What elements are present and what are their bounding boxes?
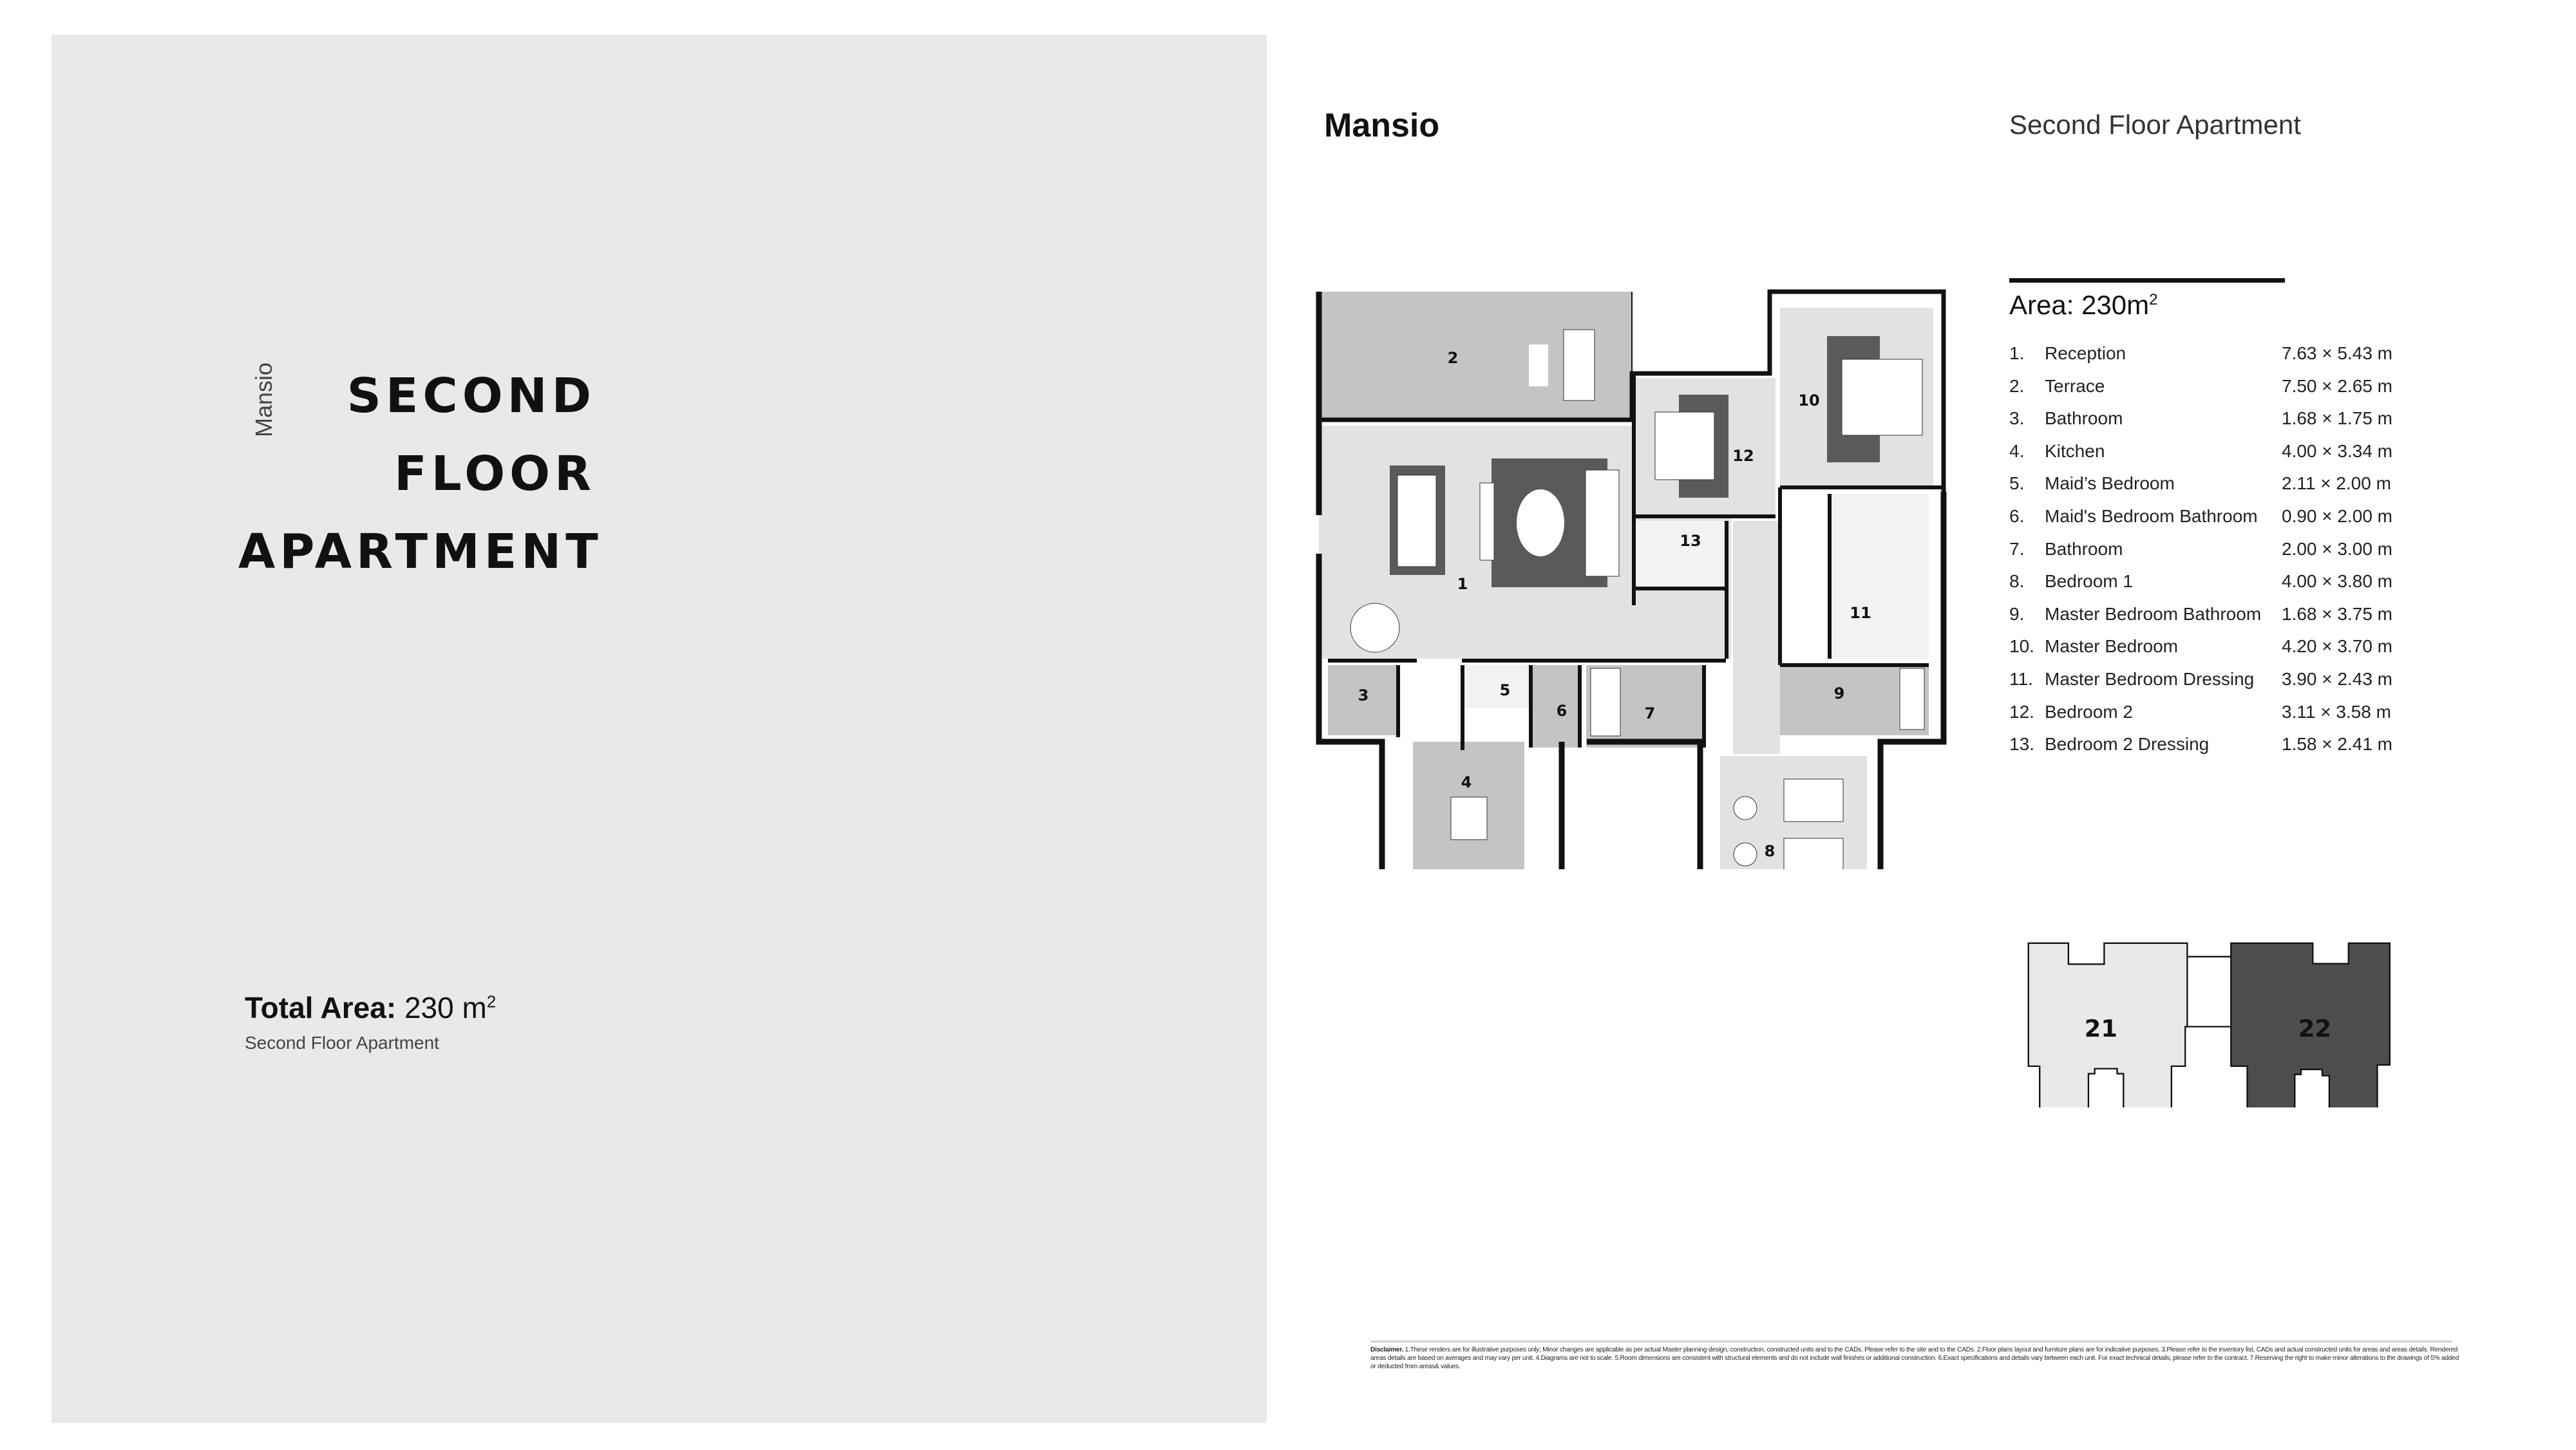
room-dimensions: 2.11 × 2.00 m xyxy=(2282,473,2391,494)
room-label: 8 xyxy=(1765,842,1776,860)
page-title: SECOND FLOOR APARTMENT xyxy=(238,357,603,591)
room-dimensions: 1.68 × 1.75 m xyxy=(2282,408,2393,429)
room-list-item: 2 Terrace 7.50 × 2.65 m xyxy=(2009,376,2421,409)
room-list-item: 13 Bedroom 2 Dressing 1.58 × 2.41 m xyxy=(2009,734,2421,767)
disclaimer-divider xyxy=(1370,1341,2452,1342)
room-number: 7 xyxy=(2009,539,2024,560)
room-number: 8 xyxy=(2009,571,2024,592)
room-list-item: 7 Bathroom 2.00 × 3.00 m xyxy=(2009,539,2421,572)
room-label: 1 xyxy=(1457,575,1468,593)
room-name: Reception xyxy=(2045,343,2126,363)
room-dimensions: 0.90 × 2.00 m xyxy=(2282,505,2393,526)
room-number-labels: 1 2 3 4 5 6 7 8 9 10 11 12 13 xyxy=(1358,349,1871,860)
divider xyxy=(2009,278,2285,283)
room-list-item: 9 Master Bedroom Bathroom 1.68 × 3.75 m xyxy=(2009,604,2421,637)
room-number: 13 xyxy=(2009,734,2034,755)
room-number: 10 xyxy=(2009,636,2034,657)
room-label: 3 xyxy=(1358,686,1369,704)
area-unit: 2 xyxy=(2149,291,2158,308)
room-name: Terrace xyxy=(2045,375,2105,396)
room-label: 11 xyxy=(1850,604,1871,622)
room-name: Bathroom xyxy=(2045,408,2123,429)
title-line: APARTMENT xyxy=(238,524,603,579)
title-line: SECOND xyxy=(346,368,596,424)
room-number: 9 xyxy=(2009,604,2024,625)
brand-name: Mansio xyxy=(1324,107,1440,144)
room-dimensions: 2.00 × 3.00 m xyxy=(2282,538,2393,559)
room-dimensions: 3.11 × 3.58 m xyxy=(2282,701,2391,722)
room-label: 13 xyxy=(1680,532,1701,550)
room-dimensions: 4.00 × 3.34 m xyxy=(2282,440,2393,461)
total-area: Total Area: 230 m2 xyxy=(245,990,496,1025)
room-label: 5 xyxy=(1500,681,1511,699)
room-label: 9 xyxy=(1834,684,1845,702)
room-list-item: 3 Bathroom 1.68 × 1.75 m xyxy=(2009,408,2421,441)
room-list-item: 8 Bedroom 1 4.00 × 3.80 m xyxy=(2009,571,2421,604)
room-number: 4 xyxy=(2009,441,2024,462)
unit-21-shape[interactable] xyxy=(2027,942,2188,1107)
room-dimensions: 1.68 × 3.75 m xyxy=(2282,603,2393,624)
room-list-item: 4 Kitchen 4.00 × 3.34 m xyxy=(2009,441,2421,474)
room-label: 4 xyxy=(1461,773,1472,791)
room-dimensions: 1.58 × 2.41 m xyxy=(2282,734,2393,755)
total-area-subtitle: Second Floor Apartment xyxy=(245,1033,439,1053)
room-label: 12 xyxy=(1732,447,1754,465)
walls xyxy=(1316,289,1947,869)
room-dimensions: 4.00 × 3.80 m xyxy=(2282,571,2393,592)
room-name: Kitchen xyxy=(2045,440,2105,461)
room-list-item: 12 Bedroom 2 3.11 × 3.58 m xyxy=(2009,702,2421,735)
room-number: 11 xyxy=(2009,669,2033,690)
room-list-item: 6 Maid's Bedroom Bathroom 0.90 × 2.00 m xyxy=(2009,506,2421,539)
cover-panel xyxy=(52,35,1267,1423)
room-name: Bedroom 1 xyxy=(2045,571,2133,592)
room-number: 3 xyxy=(2009,408,2024,429)
unit-21-label: 21 xyxy=(2085,1015,2117,1042)
total-area-value: 230 m xyxy=(404,991,487,1024)
area-heading: Area: 230m2 xyxy=(2009,290,2157,321)
room-list-item: 1 Reception 7.63 × 5.43 m xyxy=(2009,343,2421,376)
title-line: FLOOR xyxy=(394,446,596,502)
room-number: 2 xyxy=(2009,376,2024,397)
area-label: Area: 230m xyxy=(2009,290,2150,320)
room-name: Maid’s Bedroom xyxy=(2045,473,2175,494)
room-number: 6 xyxy=(2009,506,2024,527)
room-label: 7 xyxy=(1645,704,1656,722)
room-name: Master Bedroom Bathroom xyxy=(2045,603,2262,624)
disclaimer-text: 1.These renders are for illustrative pur… xyxy=(1370,1346,2459,1370)
room-name: Bathroom xyxy=(2045,538,2123,559)
room-number: 5 xyxy=(2009,473,2024,494)
room-number: 12 xyxy=(2009,702,2034,722)
disclaimer: Disclaimer. 1.These renders are for illu… xyxy=(1370,1346,2459,1371)
room-name: Bedroom 2 xyxy=(2045,701,2133,722)
unit-22-label: 22 xyxy=(2298,1015,2331,1042)
room-name: Master Bedroom Dressing xyxy=(2045,668,2255,689)
room-name: Master Bedroom xyxy=(2045,636,2178,657)
room-label: 10 xyxy=(1798,391,1819,410)
room-name: Maid's Bedroom Bathroom xyxy=(2045,505,2258,526)
room-label: 6 xyxy=(1557,702,1567,720)
room-list-item: 10 Master Bedroom 4.20 × 3.70 m xyxy=(2009,636,2421,669)
disclaimer-label: Disclaimer. xyxy=(1370,1346,1404,1353)
room-list-item: 11 Master Bedroom Dressing 3.90 × 2.43 m xyxy=(2009,669,2421,702)
furniture xyxy=(1350,329,1925,869)
floor-plan: 1 2 3 4 5 6 7 8 9 10 11 12 13 xyxy=(1316,289,1947,869)
room-dimensions: 7.63 × 5.43 m xyxy=(2282,343,2393,363)
room-label: 2 xyxy=(1448,349,1459,367)
room-name: Bedroom 2 Dressing xyxy=(2045,734,2210,755)
total-area-unit: 2 xyxy=(486,992,497,1012)
unit-22-shape[interactable] xyxy=(2230,942,2391,1107)
room-dimensions: 4.20 × 3.70 m xyxy=(2282,636,2393,657)
room-list-item: 5 Maid’s Bedroom 2.11 × 2.00 m xyxy=(2009,473,2421,506)
room-dimensions: 7.50 × 2.65 m xyxy=(2282,375,2393,396)
key-plan: 21 22 xyxy=(2027,942,2391,1107)
room-dimensions: 3.90 × 2.43 m xyxy=(2282,668,2393,689)
total-area-label: Total Area: xyxy=(245,991,397,1024)
unit-type: Second Floor Apartment xyxy=(2009,109,2301,140)
room-list: 1 Reception 7.63 × 5.43 m 2 Terrace 7.50 × 2.… xyxy=(2009,343,2421,767)
room-number: 1 xyxy=(2009,343,2024,364)
